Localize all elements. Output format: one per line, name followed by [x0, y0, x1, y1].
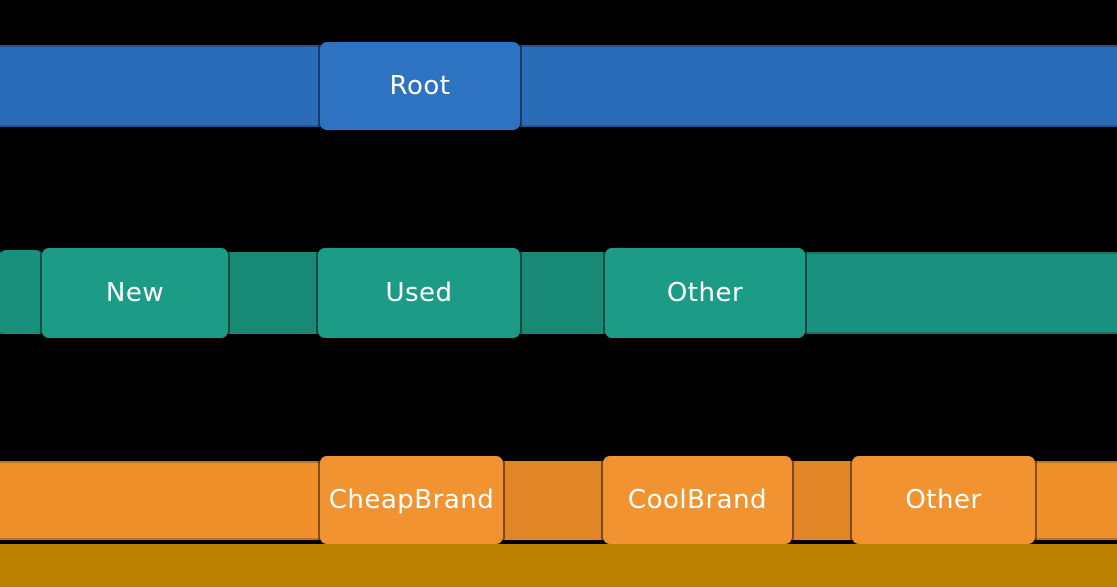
- node-unlabeled-left[interactable]: [0, 250, 42, 334]
- node-cheapbrand[interactable]: CheapBrand: [320, 456, 503, 544]
- node-other-condition-label: Other: [666, 278, 744, 308]
- node-other-brand-label: Other: [905, 485, 982, 515]
- node-unlabeled-segment[interactable]: [520, 252, 605, 334]
- leaf-level-band[interactable]: [0, 544, 1117, 587]
- node-used-label: Used: [385, 278, 453, 308]
- node-other-condition[interactable]: Other: [605, 248, 805, 338]
- root-level-bar[interactable]: [0, 45, 1117, 127]
- node-root-label: Root: [389, 71, 451, 101]
- node-coolbrand[interactable]: CoolBrand: [603, 456, 792, 544]
- node-unlabeled-segment[interactable]: [228, 252, 318, 334]
- node-new[interactable]: New: [42, 248, 228, 338]
- node-new-label: New: [105, 278, 165, 308]
- node-used[interactable]: Used: [318, 248, 520, 338]
- node-other-brand[interactable]: Other: [852, 456, 1035, 544]
- node-coolbrand-label: CoolBrand: [627, 485, 768, 515]
- node-cheapbrand-label: CheapBrand: [328, 485, 495, 515]
- node-unlabeled-segment[interactable]: [792, 461, 852, 540]
- node-root[interactable]: Root: [320, 42, 520, 130]
- node-unlabeled-segment[interactable]: [503, 461, 603, 540]
